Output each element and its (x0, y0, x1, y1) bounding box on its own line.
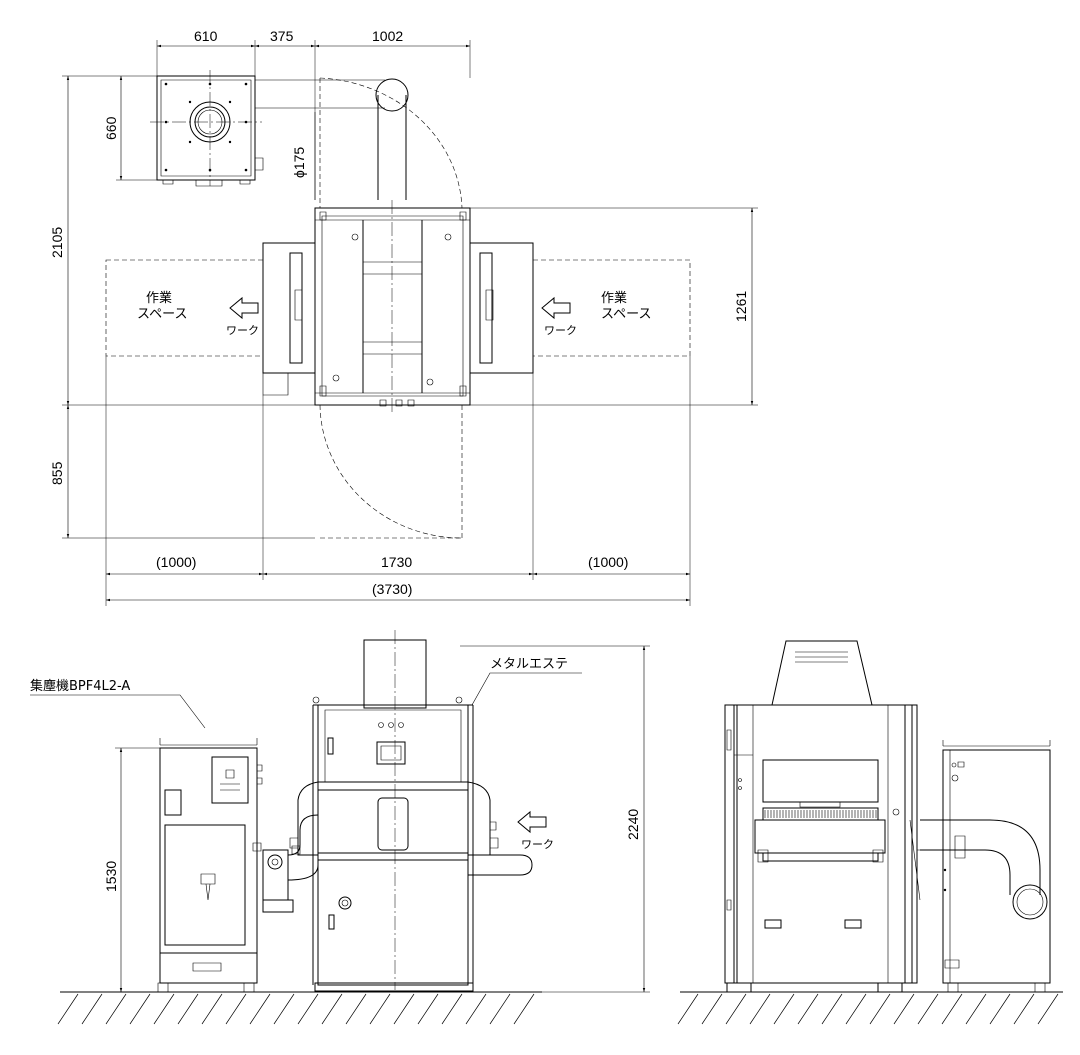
ground-hatch-line (678, 994, 698, 1024)
dim-right-1000: (1000) (588, 554, 628, 570)
ground-hatch-line (250, 994, 270, 1024)
ground-hatch-line (942, 994, 962, 1024)
ground-hatch-line (154, 994, 174, 1024)
ground-hatch-line (418, 994, 438, 1024)
machine-label: メタルエステ (490, 657, 568, 672)
work-arrow-front-icon (518, 812, 546, 832)
front-view: 1530 2240 集塵機BPF4L2-A メタルエステ (30, 630, 650, 1024)
dust-collector-plan (150, 70, 385, 186)
dust-collector-side (920, 740, 1050, 992)
vent-slots (795, 652, 848, 662)
ground-hatch-line (346, 994, 366, 1024)
ground-hatch-line (726, 994, 746, 1024)
ground-hatch-line (798, 994, 818, 1024)
dim-610: 610 (194, 28, 218, 44)
right-dimensions: 1261 (470, 208, 758, 405)
ground-hatch-line (894, 994, 914, 1024)
ground-hatch-line (442, 994, 462, 1024)
ground-hatch-line (1038, 994, 1058, 1024)
ground-hatch-line (774, 994, 794, 1024)
ground-hatch-line (322, 994, 342, 1024)
top-view: 610 375 1002 (49, 28, 758, 606)
duct-plan: ϕ175 (291, 79, 408, 200)
dim-1530: 1530 (103, 861, 119, 892)
ground-hatch-line (106, 994, 126, 1024)
dim-1002: 1002 (372, 28, 403, 44)
dim-2240: 2240 (625, 809, 641, 840)
ground-hatch-line (490, 994, 510, 1024)
dust-collector-front (158, 738, 262, 992)
work-label-right: ワーク (544, 324, 577, 337)
ground-hatch-line (822, 994, 842, 1024)
ground-hatch-line (966, 994, 986, 1024)
ground-hatch-line (846, 994, 866, 1024)
ground-hatch-line (82, 994, 102, 1024)
dim-2105: 2105 (49, 227, 65, 258)
dim-3730: (3730) (372, 581, 412, 597)
work-space-right-line1: 作業 (601, 290, 627, 306)
work-arrow-right-icon (542, 298, 570, 318)
door-swing-bottom (320, 405, 462, 538)
work-space-left-line1: 作業 (146, 290, 172, 306)
work-space-left-line2: スペース (137, 307, 187, 322)
machine-front (290, 630, 532, 991)
ground-hatch-line (466, 994, 486, 1024)
machine-plan (263, 200, 533, 414)
left-dimensions: 660 2105 855 (49, 76, 315, 538)
machine-side (725, 641, 945, 992)
door-swing-top (320, 78, 462, 208)
brush-teeth (765, 810, 876, 818)
dim-left-1000: (1000) (156, 554, 196, 570)
collector-label: 集塵機BPF4L2-A (30, 678, 130, 694)
ground-hatch-line (750, 994, 770, 1024)
ground-hatch-left (58, 994, 534, 1024)
ground-hatch-line (1014, 994, 1034, 1024)
ground-hatch-line (130, 994, 150, 1024)
dim-1261: 1261 (733, 291, 749, 322)
ground-hatch-line (274, 994, 294, 1024)
ground-hatch-line (870, 994, 890, 1024)
ground-hatch-right (678, 994, 1058, 1024)
ground-hatch-line (990, 994, 1010, 1024)
work-label-left: ワーク (226, 324, 259, 337)
ground-hatch-line (394, 994, 414, 1024)
ground-hatch-line (178, 994, 198, 1024)
dim-1730: 1730 (381, 554, 412, 570)
dim-phi175: ϕ175 (291, 147, 307, 178)
work-space-right-line2: スペース (601, 307, 651, 322)
collector-bolts (164, 82, 248, 172)
dim-375: 375 (270, 28, 294, 44)
ground-hatch-line (226, 994, 246, 1024)
ground-hatch-line (298, 994, 318, 1024)
ground-hatch-line (370, 994, 390, 1024)
ground-hatch-line (202, 994, 222, 1024)
ground-hatch-line (702, 994, 722, 1024)
ground-hatch-line (58, 994, 78, 1024)
connecting-duct (253, 815, 318, 912)
top-dimensions: 610 375 1002 (157, 28, 470, 200)
dim-660: 660 (103, 116, 119, 140)
ground-hatch-line (514, 994, 534, 1024)
side-view (678, 641, 1063, 1024)
ground-hatch-line (918, 994, 938, 1024)
bottom-dimensions: (1000) 1730 (1000) (3730) (106, 356, 690, 606)
work-arrow-left-icon (230, 298, 258, 318)
dim-855: 855 (49, 461, 65, 485)
work-label-front: ワーク (521, 838, 554, 851)
